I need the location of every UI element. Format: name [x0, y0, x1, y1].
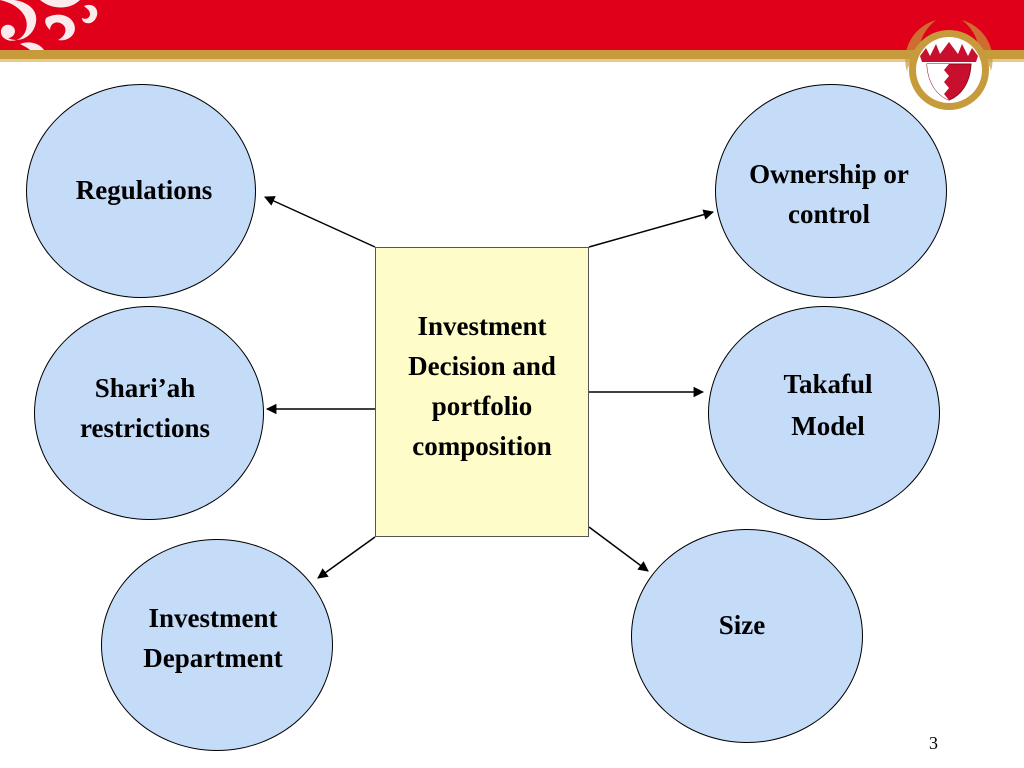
- node-investment-department: [101, 539, 333, 751]
- node-takaful-line-2: Model: [791, 411, 865, 441]
- node-investment-department-label: Investment Department: [97, 598, 329, 678]
- central-topic-line-4: composition: [412, 431, 552, 461]
- central-topic-line-3: portfolio: [431, 391, 533, 421]
- node-regulations-line-1: Regulations: [75, 175, 213, 205]
- central-topic-line-2: Decision and: [408, 351, 556, 381]
- bahrain-emblem-icon: [905, 20, 993, 110]
- node-shariah-line-2: restrictions: [80, 413, 210, 443]
- node-shariah-restrictions: [34, 306, 264, 520]
- node-takaful-model-label: Takaful Model: [712, 364, 944, 466]
- node-shariah-restrictions-label: Shari’ah restrictions: [30, 368, 260, 448]
- node-size-label: Size: [626, 605, 858, 645]
- node-ownership-line-2: control: [788, 199, 870, 229]
- node-investment-department-line-2: Department: [143, 643, 283, 673]
- central-topic-box: [375, 247, 589, 537]
- node-size-line-1: Size: [718, 610, 766, 640]
- arrow-to-size: [588, 526, 649, 572]
- arabesque-ornament-icon: [0, 0, 98, 50]
- page-number: 3: [929, 733, 938, 753]
- node-regulations: [26, 84, 256, 298]
- node-size: [631, 529, 863, 743]
- node-ownership-or-control-label: Ownership or control: [713, 154, 945, 234]
- arrow-to-ownership: [588, 209, 715, 248]
- node-ownership-line-1: Ownership or: [749, 159, 909, 189]
- central-topic-label: Investment Decision and portfolio compos…: [375, 306, 589, 466]
- node-takaful-model: [708, 306, 940, 520]
- node-shariah-line-1: Shari’ah: [94, 373, 196, 403]
- node-ownership-or-control: [715, 84, 947, 298]
- central-topic-line-1: Investment: [417, 311, 547, 341]
- arrow-to-investment-department: [317, 536, 376, 579]
- header-banner: [0, 0, 1024, 62]
- node-investment-department-line-1: Investment: [148, 603, 278, 633]
- node-takaful-line-1: Takaful: [783, 369, 873, 399]
- node-regulations-label: Regulations: [26, 170, 262, 210]
- arrow-to-regulations: [264, 196, 376, 248]
